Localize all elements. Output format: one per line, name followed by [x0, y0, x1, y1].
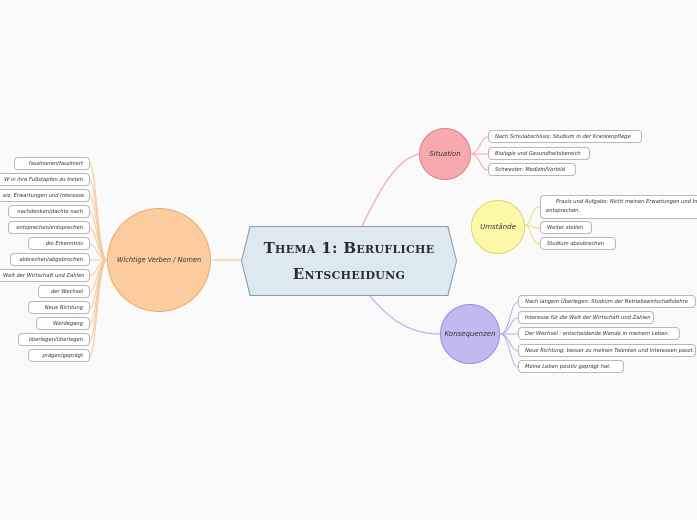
left-item[interactable]: prägen/geprägt [28, 349, 90, 362]
left-item[interactable]: Welt der Wirtschaft und Zahlen [0, 269, 90, 282]
topic-wichtige-verben-label: Wichtige Verben / Nomen [116, 256, 202, 264]
topic-konsequenzen[interactable]: Konsequenzen [440, 304, 500, 364]
konsequenzen-item[interactable]: Meine Leben positiv geprägt hat. [518, 360, 624, 373]
konsequenzen-item[interactable]: Der Wechsel : entscheidende Wende in mei… [518, 327, 680, 340]
central-title-line2: Entscheidung [292, 265, 406, 283]
left-item[interactable]: W in ihre Fußstapfen zu treten [0, 173, 90, 186]
central-topic[interactable]: Thema 1: Berufliche Entscheidung [241, 226, 457, 296]
left-item[interactable]: abbrechen/abgebrochen [10, 253, 90, 266]
konsequenzen-item[interactable]: Nach langem Überlegen: Studium der Betri… [518, 295, 696, 308]
situation-item[interactable]: Schwester: Medizin/Vorbild [488, 163, 576, 176]
left-item[interactable]: entsprechen/entsprechen [8, 221, 90, 234]
left-item[interactable]: Werdegang [36, 317, 90, 330]
left-item[interactable]: nachdenken/dachte nach [8, 205, 90, 218]
topic-situation-label: Situation [429, 150, 461, 158]
left-item[interactable]: Neue Richtung [28, 301, 90, 314]
situation-item[interactable]: Nach Schulabschluss: Studium in der Kran… [488, 130, 642, 143]
left-item[interactable]: der Wechsel [38, 285, 90, 298]
left-item[interactable]: überlegen/überlegen [18, 333, 90, 346]
umstaende-item[interactable]: Weiter stellen [540, 221, 592, 234]
topic-wichtige-verben[interactable]: Wichtige Verben / Nomen [107, 208, 211, 312]
umstaende-item-line1: Praxis und Aufgabe: Nicht meinen Erwartu… [556, 199, 697, 205]
umstaende-item-line2: entsprechen. [546, 208, 581, 214]
left-item[interactable]: die Erkenntnis [28, 237, 90, 250]
left-item[interactable]: eiz, Erwartungen und Interesse [0, 189, 90, 202]
umstaende-item-multiline[interactable] [540, 195, 697, 219]
topic-umstaende-label: Umstände [480, 223, 516, 231]
topic-umstaende[interactable]: Umstände [471, 200, 525, 254]
umstaende-item[interactable]: Studium abzubrechen [540, 237, 616, 250]
left-item[interactable]: faszinieren/fasziniert [14, 157, 90, 170]
konsequenzen-item[interactable]: Neue Richtung: besser zu meinen Talenten… [518, 344, 696, 357]
topic-situation[interactable]: Situation [419, 128, 471, 180]
konsequenzen-item[interactable]: Interesse für die Welt der Wirtschaft un… [518, 311, 654, 324]
central-title-line1: Thema 1: Berufliche [263, 239, 435, 257]
situation-item[interactable]: Biologie und Gesundheitsbereich [488, 147, 590, 160]
topic-konsequenzen-label: Konsequenzen [444, 330, 496, 338]
